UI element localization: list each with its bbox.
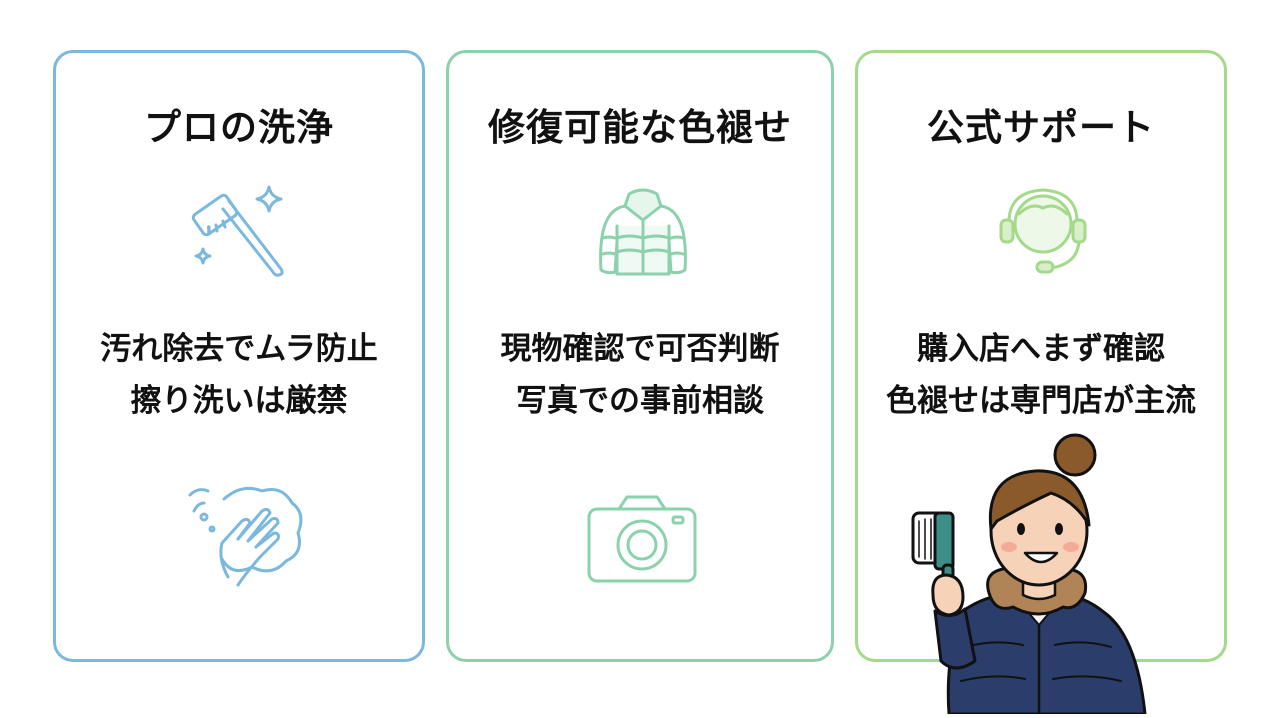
card-title: 公式サポート (927, 106, 1155, 149)
description-line: 汚れ除去でムラ防止 (100, 331, 378, 367)
hand-wiping-icon (182, 481, 312, 596)
card-pro-cleaning: プロの洗浄 汚れ除去でムラ防止 擦り洗いは厳禁 (53, 50, 425, 662)
description-line: 擦り洗いは厳禁 (130, 383, 348, 419)
card-fading-repair: 修復可能な色褪せ 現物確認で可否判断 写真での事前相談 (446, 50, 834, 662)
down-jacket-icon (595, 186, 691, 278)
support-headset-icon (997, 184, 1089, 280)
card-description: 現物確認で可否判断 写真での事前相談 (449, 323, 831, 427)
description-line: 色褪せは専門店が主流 (886, 383, 1196, 419)
description-line: 現物確認で可否判断 (500, 331, 780, 367)
description-line: 購入店へまず確認 (917, 331, 1165, 367)
brush-sparkle-icon (189, 181, 299, 281)
card-title: 修復可能な色褪せ (488, 106, 792, 149)
camera-icon (585, 493, 699, 585)
card-title: プロの洗浄 (144, 106, 334, 149)
card-description: 購入店へまず確認 色褪せは専門店が主流 (858, 323, 1224, 427)
woman-with-brush-illustration (905, 425, 1165, 716)
description-line: 写真での事前相談 (516, 383, 764, 419)
card-description: 汚れ除去でムラ防止 擦り洗いは厳禁 (56, 323, 422, 427)
